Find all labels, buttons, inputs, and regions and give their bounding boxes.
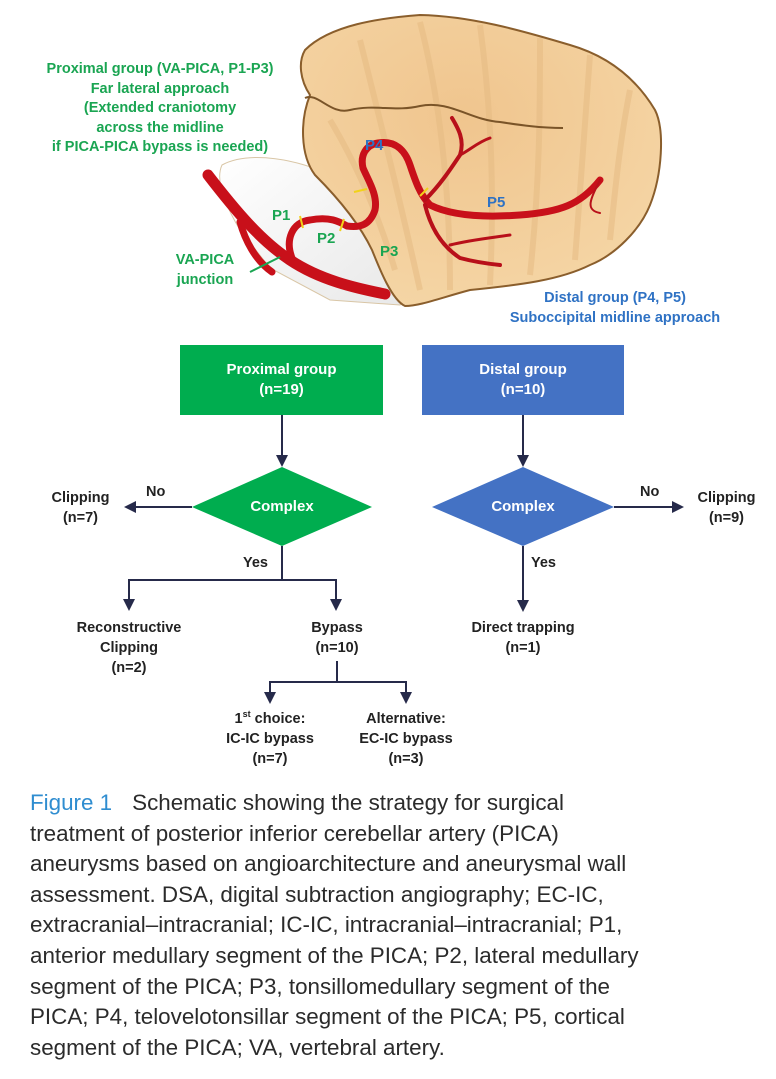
figure-label: Figure 1 [30,790,113,815]
junction-label-line: junction [176,272,234,288]
caption-text: Schematic showing the strategy for surgi… [132,790,564,815]
cerebellum-upper-lobe [299,13,663,308]
outcome-line: (n=10) [315,640,359,656]
outcome-line: Clipping [697,490,756,506]
segment-label-p2: P2 [317,230,336,247]
outcome-line: Alternative: [366,711,446,727]
proximal-annotation-line: if PICA-PICA bypass is needed) [51,139,269,155]
pica-branches [423,116,601,267]
vertebral-artery-branch [236,218,276,276]
proximal-no-outcome: Clipping (n=7) [38,488,123,528]
proximal-annotation-line: Proximal group (VA-PICA, P1-P3) [46,61,274,77]
proximal-group-box-shape [180,345,383,415]
figure-panel: Proximal group (VA-PICA, P1-P3) Far late… [20,13,769,769]
ordinal-number: 1 [234,711,243,727]
segment-label-p1: P1 [272,207,291,224]
distal-no-outcome: Clipping (n=9) [684,488,769,528]
proximal-annotation: Proximal group (VA-PICA, P1-P3) Far late… [20,60,300,158]
distal-annotation-line: Suboccipital midline approach [509,310,721,326]
caption-line: extracranial–intracranial; IC-IC, intrac… [30,912,623,938]
distal-annotation-line: Distal group (P4, P5) [544,290,686,306]
proximal-decision-label: Complex [250,498,314,515]
outcome-line: (n=3) [388,751,424,767]
outcome-line: EC-IC bypass [359,731,453,747]
proximal-group-title: Proximal group [226,361,337,378]
junction-label: VA-PICA junction [160,250,250,290]
distal-decision-label: Complex [491,498,555,515]
proximal-annotation-line: (Extended craniotomy [83,100,237,116]
proximal-annotation-line: across the midline [96,119,224,136]
outcome-line: (n=7) [252,751,288,767]
outcome-line: (n=9) [708,510,745,526]
proximal-annotation-line: Far lateral approach [90,80,230,97]
direct-trapping-outcome: Direct trapping (n=1) [453,618,593,658]
proximal-no-label: No [146,484,166,500]
ordinal-suffix: st [242,709,251,719]
figure-svg [123,13,684,704]
first-choice-bypass-outcome: 1st choice: IC-IC bypass (n=7) [210,709,330,769]
choice-text: choice: [250,711,306,727]
alternative-bypass-outcome: Alternative: EC-IC bypass (n=3) [346,709,466,769]
distal-group-box-shape [422,345,624,415]
segment-markers [299,187,429,232]
cerebellum-fissure [304,96,564,129]
figure-caption: Figure 1 Schematic showing the strategy f… [30,788,770,1063]
distal-yes-label: Yes [531,555,556,571]
caption-line: treatment of posterior inferior cerebell… [30,820,559,846]
outcome-line: IC-IC bypass [226,731,314,747]
bypass-outcome: Bypass (n=10) [287,618,387,658]
outcome-line: Clipping [51,490,110,506]
distal-annotation: Distal group (P4, P5) Suboccipital midli… [470,288,760,328]
caption-line: PICA; P4, telovelotonsillar segment of t… [30,1004,625,1030]
segment-label-p5: P5 [487,194,506,211]
distal-group-count: (n=10) [500,381,546,398]
distal-group-title: Distal group [479,361,567,378]
caption-line: segment of the PICA; VA, vertebral arter… [30,1034,445,1060]
proximal-group-box: Proximal group (n=19) [180,345,383,415]
outcome-line: Bypass [311,620,363,636]
segment-label-p4: P4 [365,137,384,154]
segment-label-p3: P3 [380,243,399,260]
proximal-group-count: (n=19) [259,381,304,398]
outcome-line: (n=2) [111,660,147,676]
outcome-line: Reconstructive [76,620,182,636]
reconstructive-clipping-outcome: Reconstructive Clipping (n=2) [59,618,199,678]
junction-pointer [249,256,281,273]
outcome-line: Clipping [100,640,158,656]
outcome-line: (n=1) [505,640,541,656]
caption-line: anterior medullary segment of the PICA; … [30,942,639,968]
caption-line: segment of the PICA; P3, tonsillomedulla… [30,973,610,999]
distal-no-label: No [640,484,660,500]
pica-artery [285,138,604,262]
distal-decision-diamond [432,467,614,546]
proximal-yes-label: Yes [243,555,268,571]
proximal-yes-connector [123,546,342,611]
bypass-connector [264,661,412,704]
caption-line: Figure 1 Schematic showing the strategy f… [30,788,770,819]
distal-group-box: Distal group (n=10) [422,345,624,415]
proximal-decision-diamond [192,467,372,546]
junction-label-line: VA-PICA [175,252,235,268]
outcome-line: (n=7) [62,510,99,526]
outcome-line: 1st choice: [210,709,330,729]
caption-line: aneurysms based on angioarchitecture and… [30,851,627,877]
outcome-line: Direct trapping [471,620,575,636]
caption-line: assessment. DSA, digital subtraction ang… [30,881,604,907]
